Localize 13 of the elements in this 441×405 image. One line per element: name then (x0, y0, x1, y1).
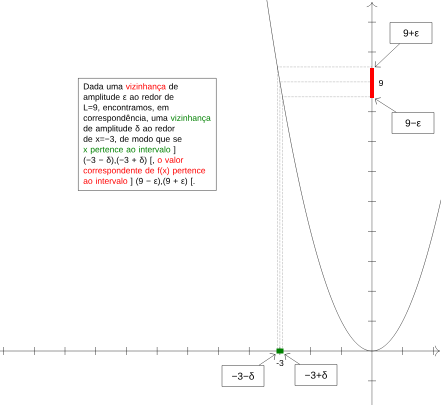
arrow (374, 44, 400, 68)
label-box: −3+δ (294, 364, 338, 386)
label-box: 9+ε (390, 22, 432, 44)
tick-label: -3 (275, 359, 285, 367)
arrow (258, 353, 276, 366)
arrow (284, 353, 300, 364)
arrow (375, 97, 396, 112)
interval-bar (276, 348, 284, 354)
text-box: Dada uma vizinhança de amplitude ε ao redor de L=9, encontramos, em correspondência, uma vizinhança de amplitude δ ao redor de x=−3, de modo que se x pertence ao intervalo ] (−3 − δ),(−3 + δ) [, o valor correspondente de f(x) pertence ao intervalo ] (9 − ε),(9 + ε) [. (78, 78, 216, 191)
label-box: 9−ε (392, 112, 434, 134)
tick-label: 9 (378, 79, 384, 87)
interval-bar (370, 68, 374, 98)
label-box: −3−δ (222, 365, 264, 387)
